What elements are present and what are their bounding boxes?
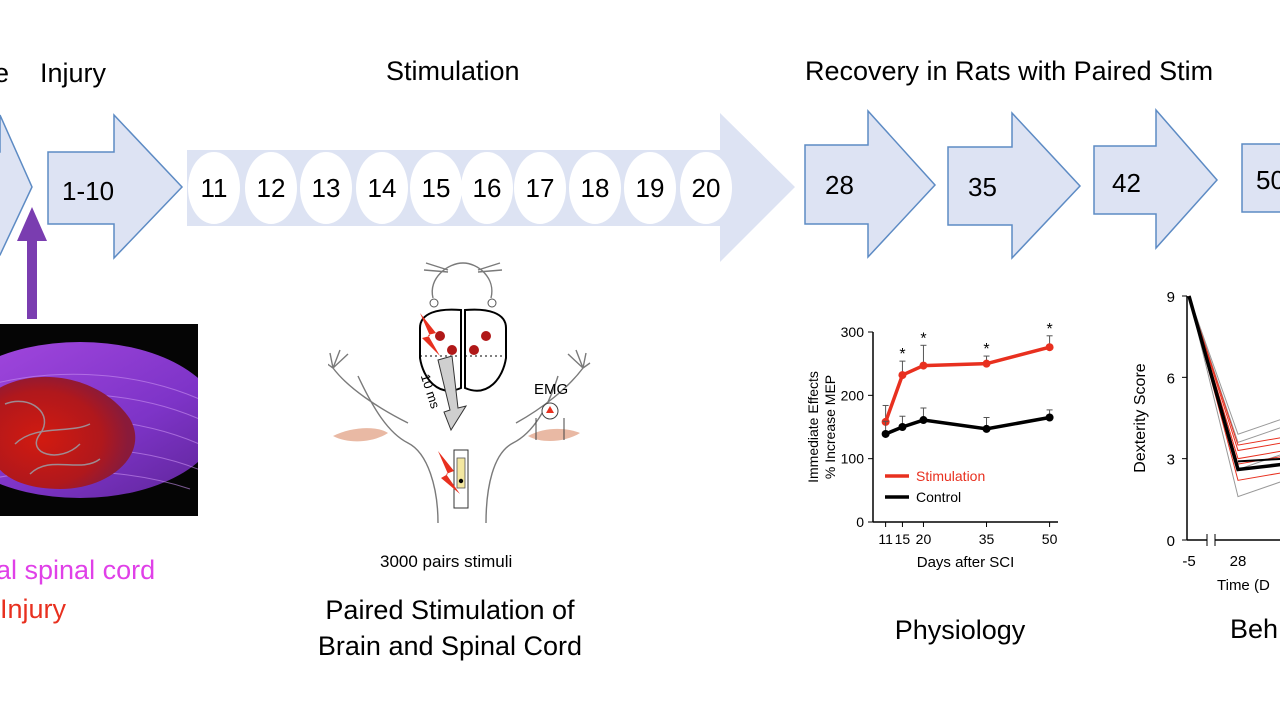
stimulation-header: Stimulation (386, 56, 520, 86)
recovery-arrow-28 (804, 109, 937, 259)
y-axis-label: Immediate Effects% Increase MEP (805, 371, 838, 483)
stimulation-day-label: 16 (472, 173, 502, 203)
stimulation-day-label: 13 (311, 173, 341, 203)
recovery-header: Recovery in Rats with Paired Stim (805, 56, 1214, 86)
timeline-arrows (0, 107, 1280, 262)
significance-marker: * (899, 346, 905, 363)
x-tick-label: 20 (916, 531, 932, 547)
day-oval (569, 152, 621, 224)
physiology-caption: Physiology (894, 615, 1026, 645)
y-tick-label: 100 (841, 451, 865, 467)
individual-line (1188, 295, 1280, 471)
legend-label: Control (916, 489, 961, 505)
data-point (881, 429, 890, 438)
significance-marker: * (983, 341, 989, 358)
emg-label: EMG (534, 381, 569, 398)
x-tick-label: 35 (979, 531, 995, 547)
x-axis-label: Days after SCI (917, 554, 1015, 571)
data-point (982, 359, 991, 368)
mean-line (1187, 295, 1280, 472)
data-point (919, 361, 928, 370)
recovery-arrow-50 (1241, 143, 1280, 213)
baseline-arrow (0, 114, 33, 256)
y-tick-label: 3 (1167, 452, 1175, 469)
data-point (919, 416, 928, 425)
x-tick-label: -5 (1182, 553, 1195, 570)
rat-caption-line1: Paired Stimulation of (325, 595, 575, 625)
behavior-caption: Beh (1230, 614, 1279, 644)
day-oval (514, 152, 566, 224)
data-point (1045, 413, 1054, 422)
recovery-arrow-35 (947, 111, 1082, 260)
rat-caption-line2: Brain and Spinal Cord (317, 631, 583, 661)
data-point (898, 423, 907, 431)
y-tick-label: 0 (1167, 533, 1175, 550)
rat-schematic (328, 262, 591, 524)
stimulation-day-label: 17 (525, 173, 555, 203)
y-axis-label-line1: Immediate Effects (805, 371, 821, 483)
recovery-day-35: 35 (968, 172, 997, 202)
injury-pointer-arrow (17, 207, 47, 319)
individual-line (1188, 295, 1280, 498)
data-point (1045, 343, 1054, 352)
data-point (982, 424, 991, 433)
day-oval (461, 152, 513, 224)
stimulation-day-label: 12 (256, 173, 286, 203)
x-tick-label: 11 (878, 531, 893, 547)
y-axis-label: Dexterity Score (1132, 363, 1149, 472)
individual-line (1188, 295, 1280, 435)
x-axis-label: Time (D (1217, 577, 1270, 594)
pairs-label: 3000 pairs stimuli (380, 552, 513, 571)
injury-header: Injury (40, 58, 107, 88)
y-tick-label: 6 (1167, 370, 1175, 387)
baseline-header-partial: e (0, 58, 10, 88)
stimulation-day-label: 14 (367, 173, 397, 203)
day-oval (300, 152, 352, 224)
individual-line (1188, 295, 1280, 446)
day-oval (410, 152, 462, 224)
x-tick-label: 15 (895, 531, 911, 547)
stimulation-day-label: 15 (421, 173, 451, 203)
series-line (883, 345, 1051, 423)
stimulation-day-label: 20 (691, 173, 721, 203)
stimulation-day-label: 18 (580, 173, 610, 203)
significance-marker: * (1046, 321, 1052, 338)
significance-marker: * (920, 330, 926, 347)
legend-label: Stimulation (916, 468, 985, 484)
x-tick-label: 28 (1230, 553, 1247, 570)
series-stimulation: * * * * (881, 321, 1054, 426)
injury-arrow (47, 113, 184, 260)
recovery-day-28: 28 (825, 170, 854, 200)
series-line (884, 415, 1050, 436)
data-point (898, 371, 907, 380)
y-axis-label-line2: % Increase MEP (822, 375, 838, 479)
y-tick-label: 0 (856, 514, 864, 530)
day-oval (245, 152, 297, 224)
y-tick-label: 300 (841, 324, 865, 340)
y-tick-label: 9 (1167, 289, 1175, 306)
day-oval (356, 152, 408, 224)
spinal-cord-label: al spinal cord (0, 555, 156, 585)
recovery-arrow-42 (1093, 107, 1219, 250)
day-oval (624, 152, 676, 224)
recovery-day-42: 42 (1112, 168, 1141, 198)
individual-line (1188, 295, 1280, 444)
spinal-cord-image (0, 324, 198, 516)
y-tick-label: 200 (841, 387, 865, 403)
injury-days-label: 1-10 (62, 176, 115, 206)
series-control (881, 407, 1054, 438)
x-tick-label: 50 (1042, 531, 1058, 547)
day-oval (188, 152, 240, 224)
stimulation-day-label: 19 (635, 173, 665, 203)
recovery-day-50: 50 (1256, 165, 1280, 195)
day-oval (680, 152, 732, 224)
mean-line (1237, 457, 1280, 463)
injury-label: Injury (0, 594, 67, 624)
stimulation-day-label: 11 (200, 173, 228, 203)
individual-line (1188, 295, 1280, 452)
